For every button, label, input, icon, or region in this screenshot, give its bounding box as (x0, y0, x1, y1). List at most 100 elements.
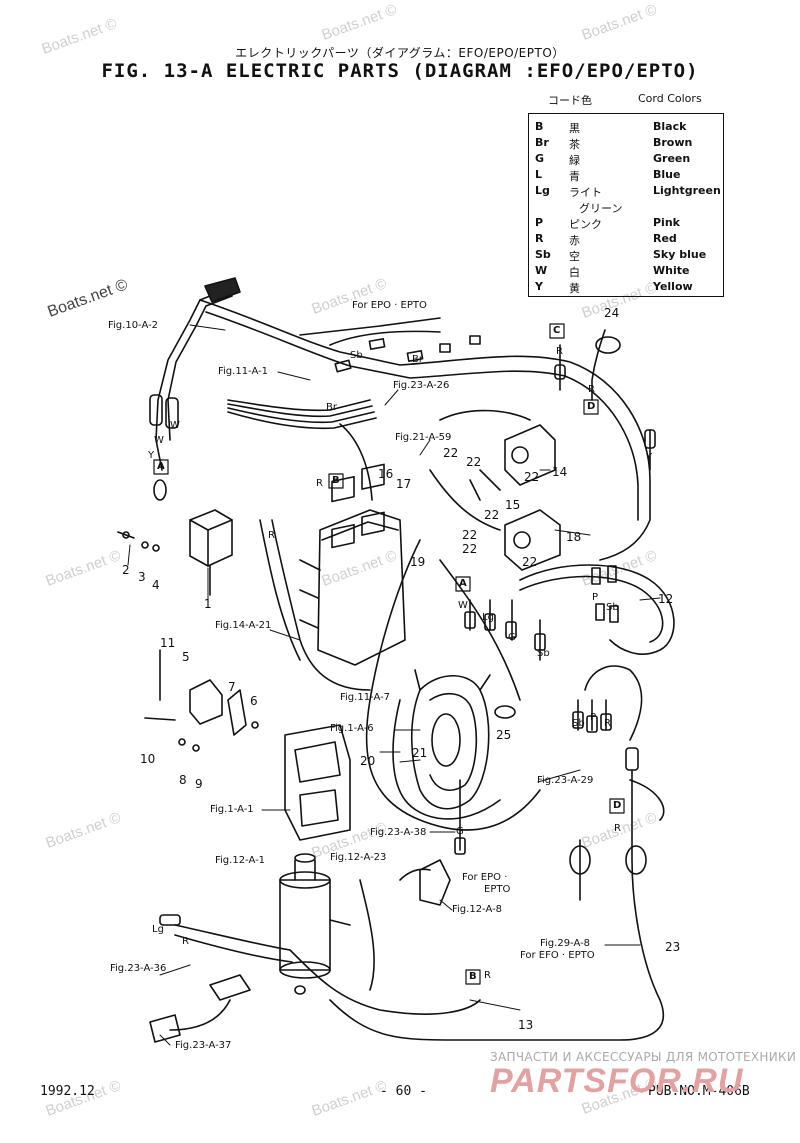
legend-row: L 青 Blue (529, 168, 725, 184)
legend-code: Y (535, 280, 543, 293)
relay-assembly (429, 409, 561, 571)
part-number: 8 (179, 773, 187, 787)
wire-code: W (458, 600, 468, 611)
marker-d: D (587, 401, 596, 412)
part-number: 15 (505, 498, 521, 512)
legend-jp: 黄 (569, 282, 580, 295)
legend-color-name: Black (653, 120, 687, 133)
ref-label: For EPO · EPTO (352, 300, 427, 311)
legend-jp: 緑 (569, 154, 580, 167)
page-number: - 60 - (380, 1084, 427, 1099)
legend-row: G 緑 Green (529, 152, 725, 168)
part-number: 25 (496, 728, 512, 742)
wire-code: Y (646, 452, 653, 463)
wire-code: R (182, 936, 189, 947)
wire-code: R (484, 970, 491, 981)
marker-a: A (157, 461, 165, 472)
legend-color-name: Yellow (653, 280, 693, 293)
part-number: 23 (665, 940, 681, 954)
legend-row: Sb 空 Sky blue (529, 248, 725, 264)
part-12a8 (399, 779, 466, 906)
wire-code: R (604, 718, 611, 729)
ref-label: Fig.10-A-2 (108, 320, 159, 331)
legend-color-name: White (653, 264, 690, 277)
legend-color-name: Red (653, 232, 677, 245)
wire-code: Br (326, 402, 337, 413)
legend-row: R 赤 Red (529, 232, 725, 248)
part-number: 7 (228, 680, 236, 694)
wire-code: W (170, 420, 180, 431)
ref-label: Fig.1-A-1 (210, 804, 254, 815)
legend-color-name: Blue (653, 168, 681, 181)
part-number: 11 (160, 636, 176, 650)
publication-number: PUB.NO.M-406B (648, 1084, 750, 1099)
marker-a: A (459, 578, 467, 589)
boxed-markers (153, 323, 625, 985)
wire-code: Lg (152, 924, 164, 935)
part-number: 19 (410, 555, 426, 569)
leader-lines (127, 324, 661, 1046)
ref-label: Fig.23-A-26 (393, 380, 450, 391)
legend-jp: 青 (569, 170, 580, 183)
legend-code: Br (535, 136, 549, 149)
marker-b: B (469, 971, 477, 982)
legend-code: P (535, 216, 544, 229)
part-number: 10 (140, 752, 156, 766)
part-number: 22 (522, 555, 538, 569)
ref-label: EPTO (484, 884, 511, 895)
ref-label: For EPO · (462, 872, 508, 883)
wire-code: Br (412, 354, 423, 365)
wire-code: R (268, 530, 275, 541)
part-number: 1 (204, 597, 212, 611)
wire-code: P (592, 592, 599, 603)
legend-color-name: Pink (653, 216, 680, 229)
legend-heading-en: Cord Colors (638, 92, 702, 105)
part-number: 22 (466, 455, 482, 469)
part-number: 4 (152, 578, 160, 592)
legend-jp: 赤 (569, 234, 580, 247)
legend-row: Y 黄 Yellow (529, 280, 725, 296)
legend-code: Lg (535, 184, 550, 197)
marker-d: D (613, 800, 622, 811)
wire-code: Sb (537, 648, 550, 659)
legend-jp: 白 (569, 266, 580, 279)
part-number: 13 (518, 1018, 534, 1032)
part-number: 16 (378, 467, 394, 481)
part-number: 20 (360, 754, 376, 768)
wire-code: R (556, 346, 563, 357)
part-number: 22 (443, 446, 459, 460)
brand-logo: PARTSFOR.RU (490, 1062, 744, 1100)
part-number: 21 (412, 746, 428, 760)
wire-code: Y (148, 450, 155, 461)
figure-title: FIG. 13-A ELECTRIC PARTS (DIAGRAM :EFO/E… (101, 60, 699, 82)
part-number: 6 (250, 694, 258, 708)
wire-code: G (508, 632, 516, 643)
wire-code: Sb (350, 350, 363, 361)
wire-code: W (154, 435, 164, 446)
ref-label: Fig.12-A-1 (215, 855, 266, 866)
legend-jp: グリーン (579, 202, 623, 215)
brand-tagline: ЗАПЧАСТИ И АКСЕССУАРЫ ДЛЯ МОТОТЕХНИКИ (490, 1050, 797, 1064)
part-number: 22 (524, 470, 540, 484)
ref-label: Fig.1-A-6 (330, 723, 374, 734)
legend-row: P ピンク Pink (529, 216, 725, 232)
part-number: 24 (604, 306, 620, 320)
legend-color-name: Brown (653, 136, 693, 149)
ref-label: Fig.11-A-7 (340, 692, 391, 703)
harness-main-loop (199, 299, 651, 561)
ref-label: Fig.23-A-29 (537, 775, 594, 786)
marker-b: B (332, 475, 340, 486)
legend-heading-jp: コード色 (548, 94, 592, 107)
part-number: 14 (552, 465, 568, 479)
ref-label: Fig.29-A-8 (540, 938, 591, 949)
wire-code: R (316, 478, 323, 489)
ref-label: For EFO · EPTO (520, 950, 595, 961)
wire-code: P (590, 712, 597, 723)
legend-color-name: Green (653, 152, 691, 165)
legend-row: グリーン (529, 200, 725, 216)
part-number: 9 (195, 777, 203, 791)
legend-row: Lg ライト Lightgreen (529, 184, 725, 200)
legend-row: B 黒 Black (529, 120, 725, 136)
part-1-unit (117, 509, 233, 596)
